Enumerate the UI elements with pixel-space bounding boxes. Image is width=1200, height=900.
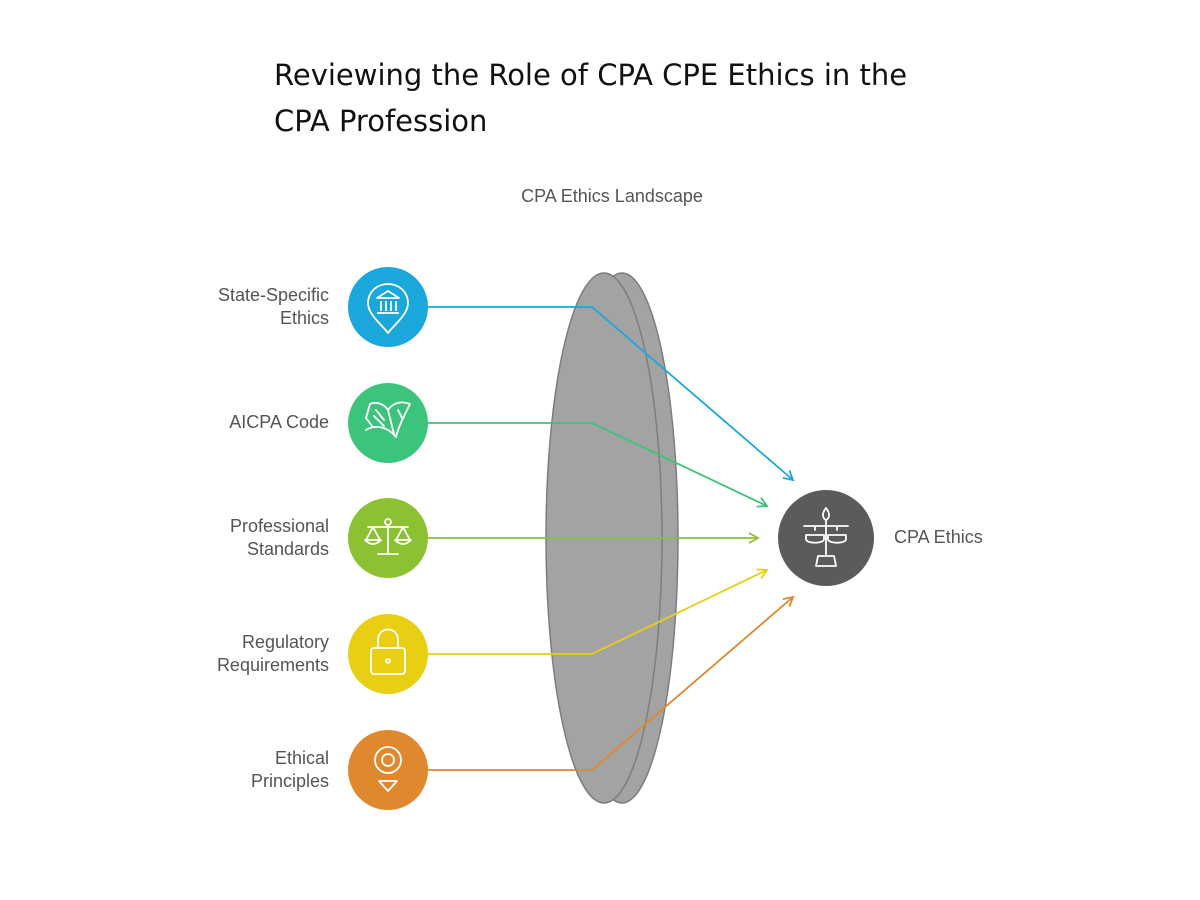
label-state-specific-ethics: State-Specific Ethics: [217, 285, 329, 328]
museum-pin-icon: [367, 283, 409, 334]
connector-arrow: [428, 422, 769, 508]
node-cpa-ethics: [778, 490, 874, 586]
diagram-caption: CPA Ethics Landscape: [521, 186, 703, 206]
book-pages-icon: [365, 401, 411, 438]
label-professional-standards: Professional Standards: [229, 516, 329, 559]
label-cpa-ethics: CPA Ethics: [894, 527, 983, 547]
connector-arrow: [428, 306, 795, 482]
connector-arrow: [428, 595, 795, 771]
node-ethical-principles: [348, 730, 428, 810]
target-pin-icon: [374, 746, 402, 792]
node-state-specific-ethics: [348, 267, 428, 347]
page-title-line-1: Reviewing the Role of CPA CPE Ethics in …: [274, 58, 908, 92]
label-ethical-principles: Ethical Principles: [250, 748, 329, 791]
node-regulatory-requirements: [348, 614, 428, 694]
balance-icon: [364, 518, 412, 555]
page-title: Reviewing the Role of CPA CPE Ethics in …: [274, 52, 974, 144]
page-title-line-2: CPA Profession: [274, 104, 488, 138]
connector-arrow: [428, 568, 769, 655]
padlock-icon: [370, 628, 406, 675]
scales-icon: [803, 507, 849, 567]
node-professional-standards: [348, 498, 428, 578]
node-aicpa-code: [348, 383, 428, 463]
label-aicpa-code: AICPA Code: [229, 412, 329, 432]
label-regulatory-requirements: Regulatory Requirements: [216, 632, 329, 675]
